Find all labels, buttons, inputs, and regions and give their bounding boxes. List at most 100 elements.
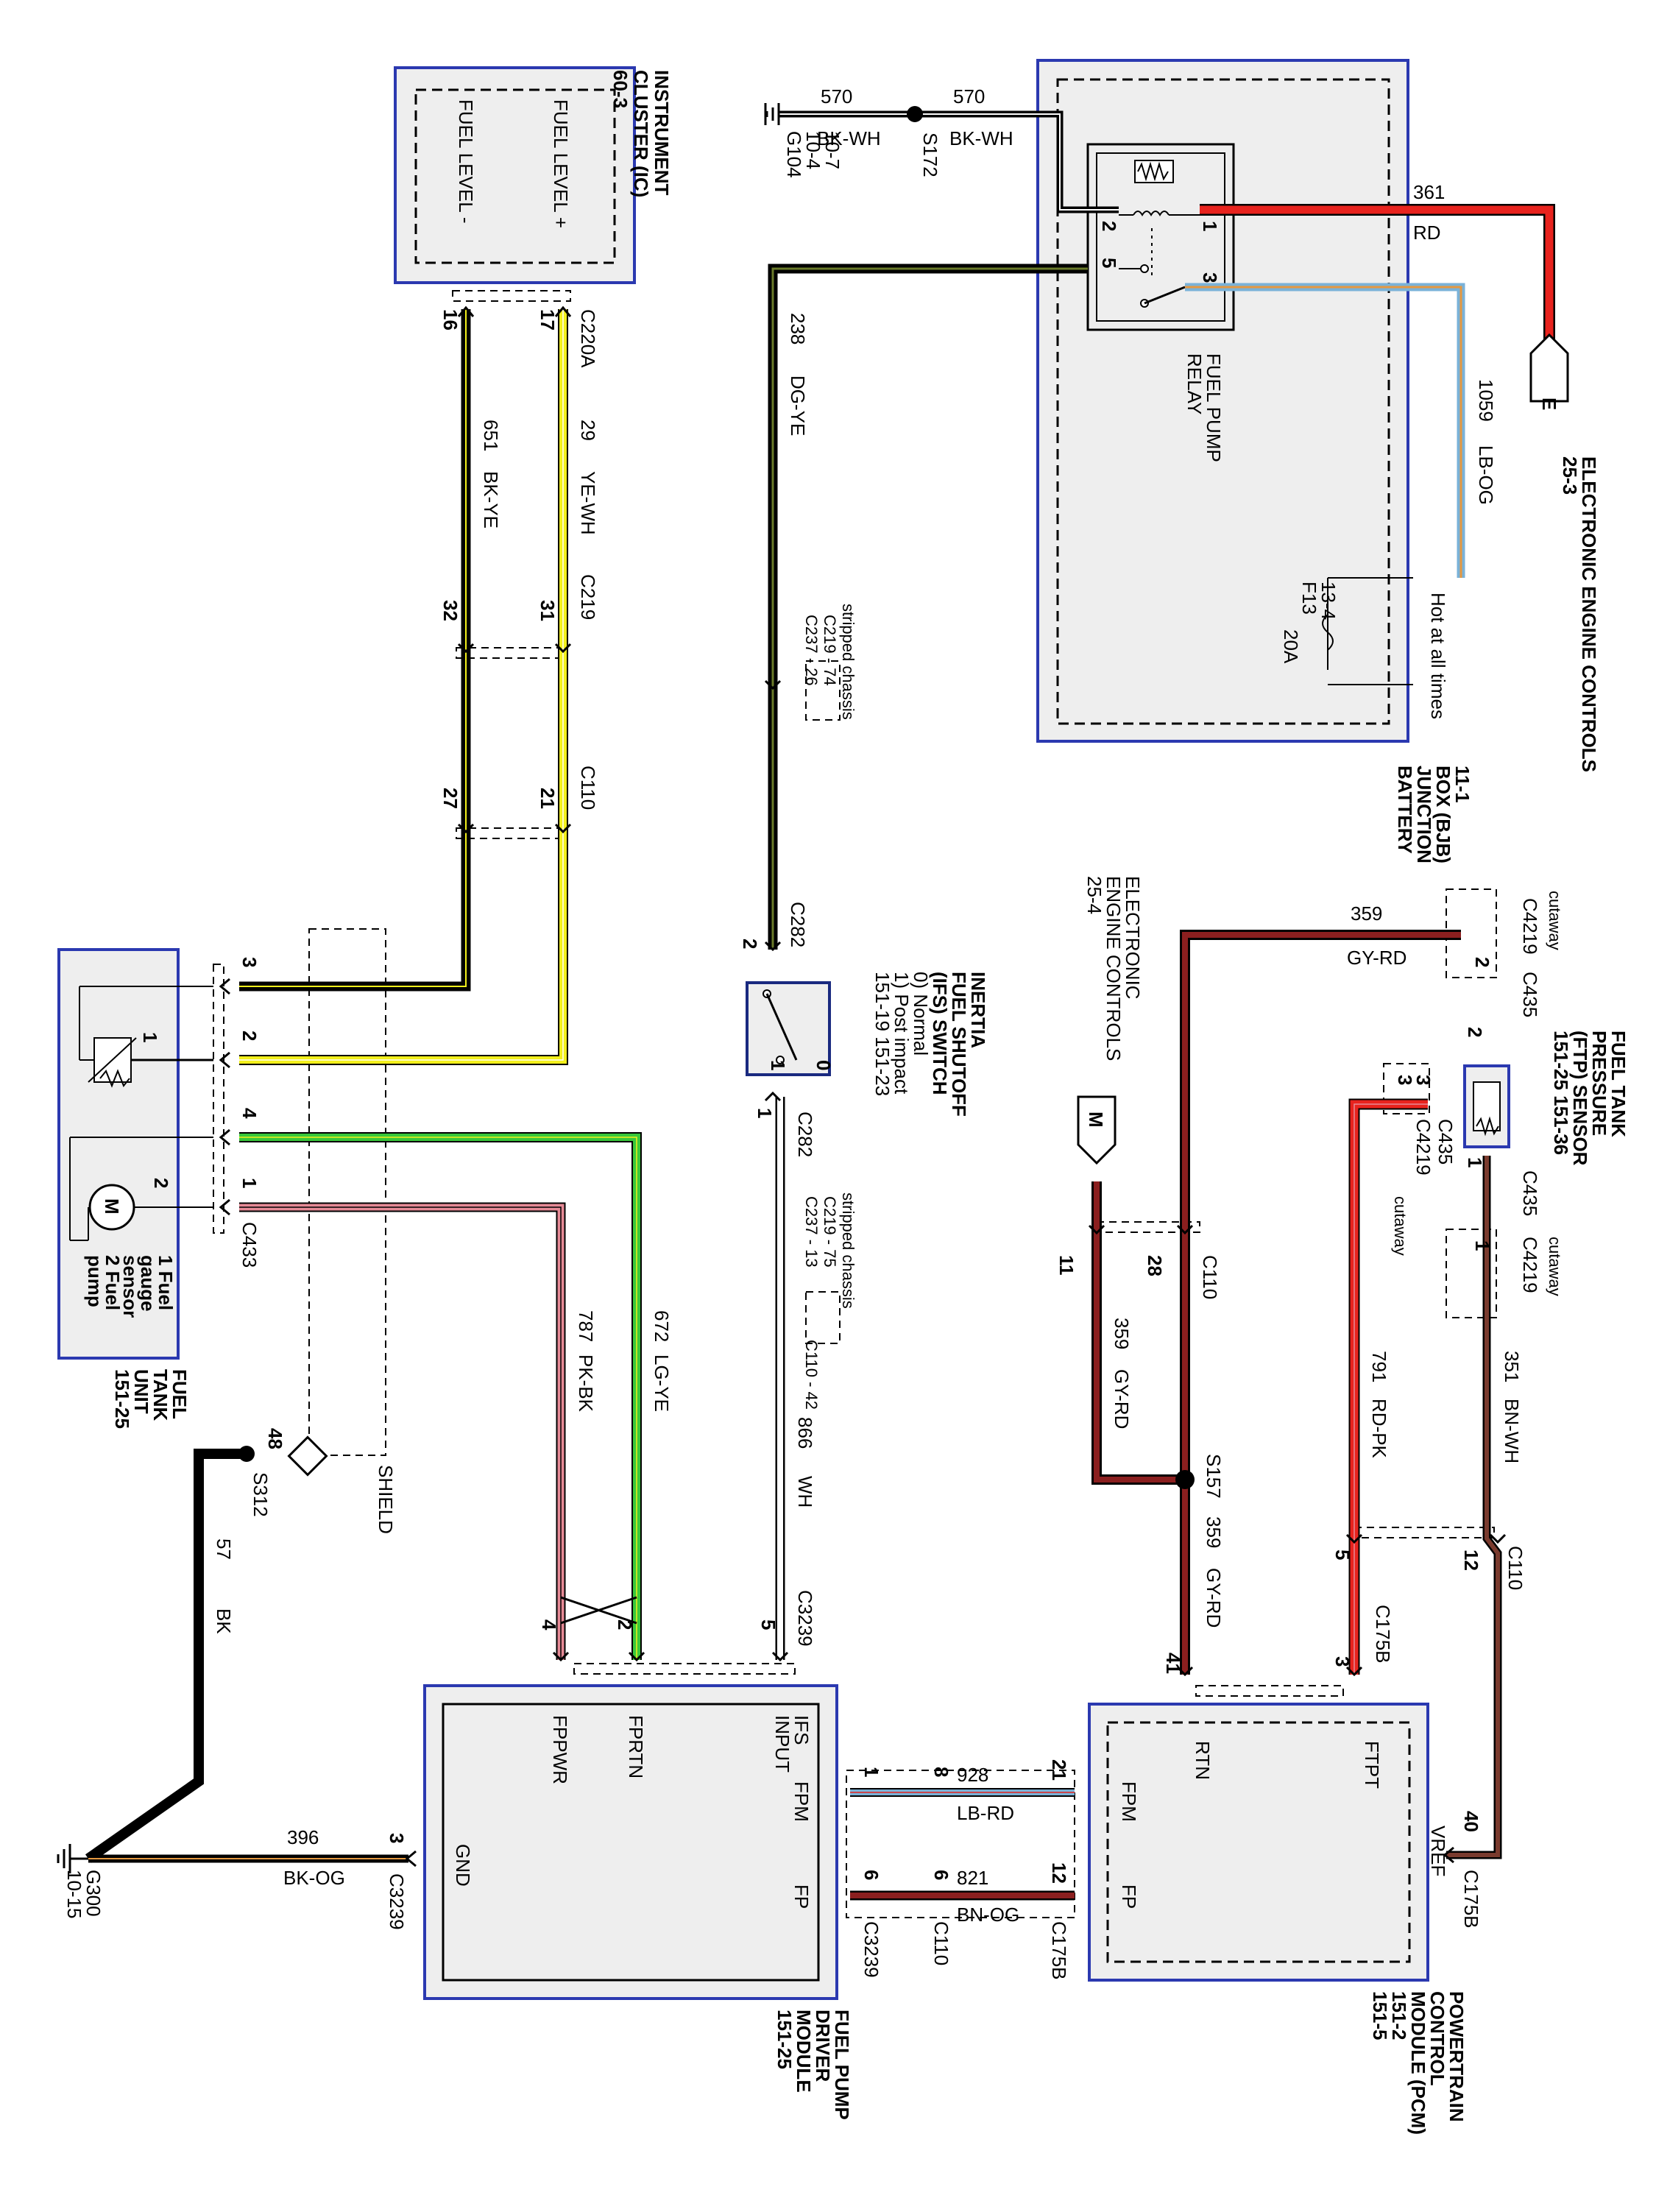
wire-359-color-m: GY-RD bbox=[1111, 1369, 1133, 1429]
pin-32: 32 bbox=[439, 600, 461, 621]
svg-text:TANK: TANK bbox=[149, 1369, 171, 1421]
wire-238-color: DG-YE bbox=[787, 375, 809, 436]
svg-text:151-25: 151-25 bbox=[111, 1369, 133, 1429]
svg-text:FUEL PUMP: FUEL PUMP bbox=[1203, 353, 1225, 462]
motor-label: M bbox=[101, 1198, 123, 1215]
relay-pin-5: 5 bbox=[1098, 258, 1120, 268]
wire-238 bbox=[768, 264, 1088, 950]
fpdm-name: FUEL PUMP DRIVER MODULE 151-25 bbox=[774, 2010, 853, 2120]
svg-text:G300: G300 bbox=[82, 1870, 105, 1917]
c110-pin-5: 5 bbox=[1331, 1550, 1354, 1560]
c3239-pin-6: 6 bbox=[860, 1870, 882, 1880]
wire-787-number: 787 bbox=[575, 1310, 597, 1342]
ftp-pin-3: 3 bbox=[1412, 1075, 1434, 1085]
svg-text:CLUSTER (IC): CLUSTER (IC) bbox=[630, 70, 652, 197]
fuse-label: F13 13-4 bbox=[1298, 582, 1340, 620]
fpdm-pin-fp: FP bbox=[790, 1884, 813, 1909]
connector-c435-mid: C435 bbox=[1434, 1119, 1457, 1165]
wire-359-number-lower: 359 bbox=[1203, 1516, 1225, 1548]
wire-821-number: 821 bbox=[957, 1867, 988, 1889]
relay-pin-2: 2 bbox=[1098, 221, 1120, 231]
wire-351-number: 351 bbox=[1501, 1351, 1523, 1382]
wire-570-number-left: 570 bbox=[821, 85, 852, 107]
splice-s172-label: S172 bbox=[919, 132, 941, 177]
fuse-f13 bbox=[1322, 577, 1413, 685]
c110-42-label: C110 - 42 bbox=[802, 1340, 821, 1410]
shield-label: SHIELD bbox=[375, 1465, 397, 1534]
eec-mid-label: ELECTRONIC ENGINE CONTROLS 25-4 bbox=[1083, 876, 1144, 1061]
wire-821-color: BN-OG bbox=[957, 1904, 1019, 1926]
wire-351-color: BN-WH bbox=[1501, 1399, 1523, 1463]
eec-tag-e-label: E bbox=[1538, 397, 1560, 410]
splice-s157-label: S157 bbox=[1203, 1454, 1225, 1499]
svg-text:MODULE: MODULE bbox=[793, 2010, 815, 2093]
svg-text:10-15: 10-15 bbox=[63, 1870, 85, 1919]
svg-text:(IFS) SWITCH: (IFS) SWITCH bbox=[929, 972, 951, 1095]
stripped-chassis-label-2: stripped chassis bbox=[839, 1192, 857, 1309]
svg-text:FUEL TANK: FUEL TANK bbox=[1607, 1031, 1630, 1137]
tank-pin-2: 2 bbox=[238, 1031, 261, 1041]
connector-c435-bottom: C435 bbox=[1519, 1170, 1541, 1216]
splice-s172 bbox=[907, 106, 923, 122]
wire-866-color: WH bbox=[794, 1476, 816, 1508]
wire-1059-color: LB-OG bbox=[1475, 445, 1497, 505]
svg-text:FUEL SHUTOFF: FUEL SHUTOFF bbox=[948, 972, 970, 1117]
svg-text:ELECTRONIC ENGINE CONTROLS: ELECTRONIC ENGINE CONTROLS bbox=[1578, 456, 1600, 772]
wire-791-number: 791 bbox=[1368, 1351, 1390, 1382]
ifs-switch bbox=[746, 981, 831, 1076]
svg-text:IFS: IFS bbox=[790, 1715, 813, 1745]
wire-787 bbox=[239, 1202, 566, 1660]
svg-text:(FTP) SENSOR: (FTP) SENSOR bbox=[1569, 1031, 1591, 1166]
connector-c282-top: C282 bbox=[787, 902, 809, 947]
svg-text:1) Post impact: 1) Post impact bbox=[891, 972, 913, 1095]
wire-672-number: 672 bbox=[651, 1310, 673, 1342]
svg-text:11-1: 11-1 bbox=[1451, 766, 1473, 803]
wire-29 bbox=[239, 309, 568, 1065]
svg-text:F13: F13 bbox=[1298, 582, 1320, 615]
eec-tag-e bbox=[1529, 333, 1569, 403]
svg-text:pump: pump bbox=[84, 1255, 106, 1307]
relay-name: FUEL PUMP RELAY bbox=[1183, 353, 1225, 462]
wire-359-number-top: 359 bbox=[1351, 902, 1382, 925]
c282-pin-1: 1 bbox=[754, 1108, 776, 1118]
svg-text:1 Fuel: 1 Fuel bbox=[155, 1255, 177, 1310]
svg-text:2 Fuel: 2 Fuel bbox=[102, 1255, 124, 1310]
eec-tag-m bbox=[1077, 1095, 1117, 1165]
svg-text:BOX (BJB): BOX (BJB) bbox=[1432, 766, 1454, 863]
wire-359-color-lower: GY-RD bbox=[1203, 1568, 1225, 1628]
svg-text:FUEL: FUEL bbox=[169, 1369, 191, 1419]
wire-396-color: BK-OG bbox=[283, 1867, 345, 1889]
terminal-marks bbox=[219, 305, 1507, 1868]
svg-text:gauge: gauge bbox=[137, 1255, 159, 1312]
pin-16: 16 bbox=[439, 309, 461, 331]
ifs-pin-0: 0 bbox=[813, 1060, 835, 1070]
fuel-pump-relay bbox=[1086, 143, 1235, 331]
bjb-name: BATTERY JUNCTION BOX (BJB) 11-1 bbox=[1394, 766, 1473, 863]
svg-text:INERTIA: INERTIA bbox=[967, 972, 989, 1048]
tank-pin-3: 3 bbox=[238, 957, 261, 967]
ifs-name: INERTIA FUEL SHUTOFF (IFS) SWITCH 0) Nor… bbox=[871, 972, 989, 1117]
fpdm-pin-4: 4 bbox=[538, 1619, 560, 1630]
pin-fuel-level-plus: FUEL LEVEL + bbox=[550, 99, 572, 228]
tank-legend: 1 Fuel gauge sensor 2 Fuel pump bbox=[84, 1255, 177, 1318]
cutaway-label-mid: cutaway bbox=[1391, 1196, 1409, 1256]
svg-text:25-4: 25-4 bbox=[1083, 876, 1105, 914]
connector-c175b-vref: C175B bbox=[1460, 1870, 1482, 1929]
svg-text:G104: G104 bbox=[783, 131, 805, 178]
pin-31: 31 bbox=[537, 600, 559, 621]
wire-57 bbox=[85, 1449, 247, 1863]
wire-361-number: 361 bbox=[1413, 181, 1445, 203]
wire-570-color-right: BK-WH bbox=[949, 127, 1013, 149]
fuel-tank-name: FUEL TANK UNIT 151-25 bbox=[111, 1369, 191, 1429]
c282-pin-2: 2 bbox=[739, 939, 761, 949]
pin-21: 21 bbox=[537, 788, 559, 809]
svg-text:MODULE (PCM): MODULE (PCM) bbox=[1407, 1991, 1429, 2135]
svg-text:ELECTRONIC: ELECTRONIC bbox=[1122, 876, 1144, 1000]
wire-359-color-top: GY-RD bbox=[1347, 947, 1406, 969]
relay-pin-3: 3 bbox=[1199, 272, 1221, 283]
wire-866-number: 866 bbox=[794, 1417, 816, 1449]
svg-text:0) Normal: 0) Normal bbox=[910, 972, 932, 1056]
ftp-pin-1: 1 bbox=[1464, 1157, 1486, 1167]
svg-text:10-7: 10-7 bbox=[821, 131, 843, 169]
